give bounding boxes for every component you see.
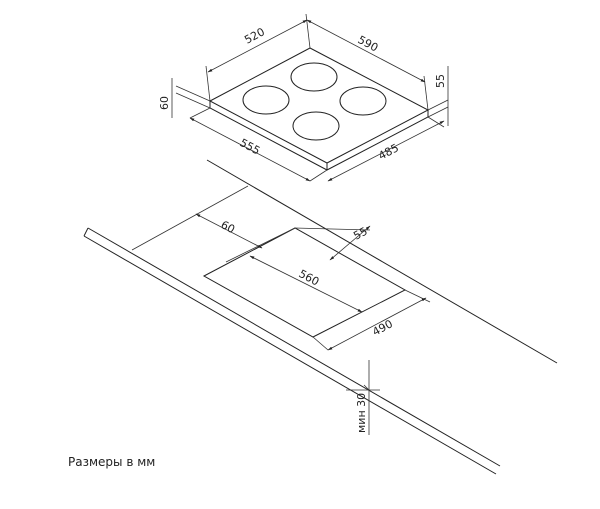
ext-line: [189, 107, 211, 119]
ext-line: [175, 92, 211, 109]
dim-line-555: [189, 117, 311, 182]
hob-drawing: 520 590 60 55 555 485: [158, 13, 449, 182]
ext-line: [305, 13, 311, 49]
dim-label-490: 490: [370, 317, 395, 338]
ext-line: [312, 336, 329, 351]
ext-line: [131, 185, 249, 251]
dim-line-485: [327, 120, 445, 182]
countertop-front-edge-top: [87, 227, 501, 467]
dim-label-520: 520: [242, 25, 267, 46]
dim-label-60-offset: 60: [219, 218, 237, 236]
hob-front-edge: [209, 101, 429, 171]
dim-label-min30: мин 30: [355, 393, 368, 433]
ext-line: [423, 75, 429, 111]
dim-label-60-left: 60: [158, 96, 171, 110]
countertop-drawing: 60 55 560 490 мин 30: [83, 159, 558, 475]
ext-line: [205, 65, 211, 102]
countertop-corner: [83, 227, 89, 237]
dim-line-590: [306, 19, 426, 83]
dim-line-490: [327, 297, 427, 351]
burner-right: [339, 86, 387, 116]
dim-arrow-tick: [363, 384, 370, 391]
units-caption: Размеры в мм: [68, 455, 156, 469]
dim-label-55-offset: 55: [351, 225, 369, 243]
dim-line-55-offset: [329, 225, 371, 261]
ext-line: [427, 106, 449, 118]
dim-label-485: 485: [376, 141, 401, 162]
dim-line-60-offset: [195, 213, 263, 249]
ext-line: [404, 289, 431, 303]
countertop-back-edge: [206, 159, 558, 364]
ext-line: [175, 85, 211, 102]
countertop-front-edge-bottom: [83, 235, 497, 475]
burner-front: [292, 111, 340, 141]
dim-label-590: 590: [356, 33, 381, 54]
ext-line: [309, 169, 328, 182]
ext-line: [225, 227, 296, 263]
burner-left: [242, 85, 290, 115]
dim-label-55-right: 55: [434, 74, 447, 88]
dim-line-520: [207, 19, 308, 73]
burner-back: [290, 62, 338, 92]
dim-line-560: [249, 255, 363, 313]
ext-line: [427, 99, 449, 111]
